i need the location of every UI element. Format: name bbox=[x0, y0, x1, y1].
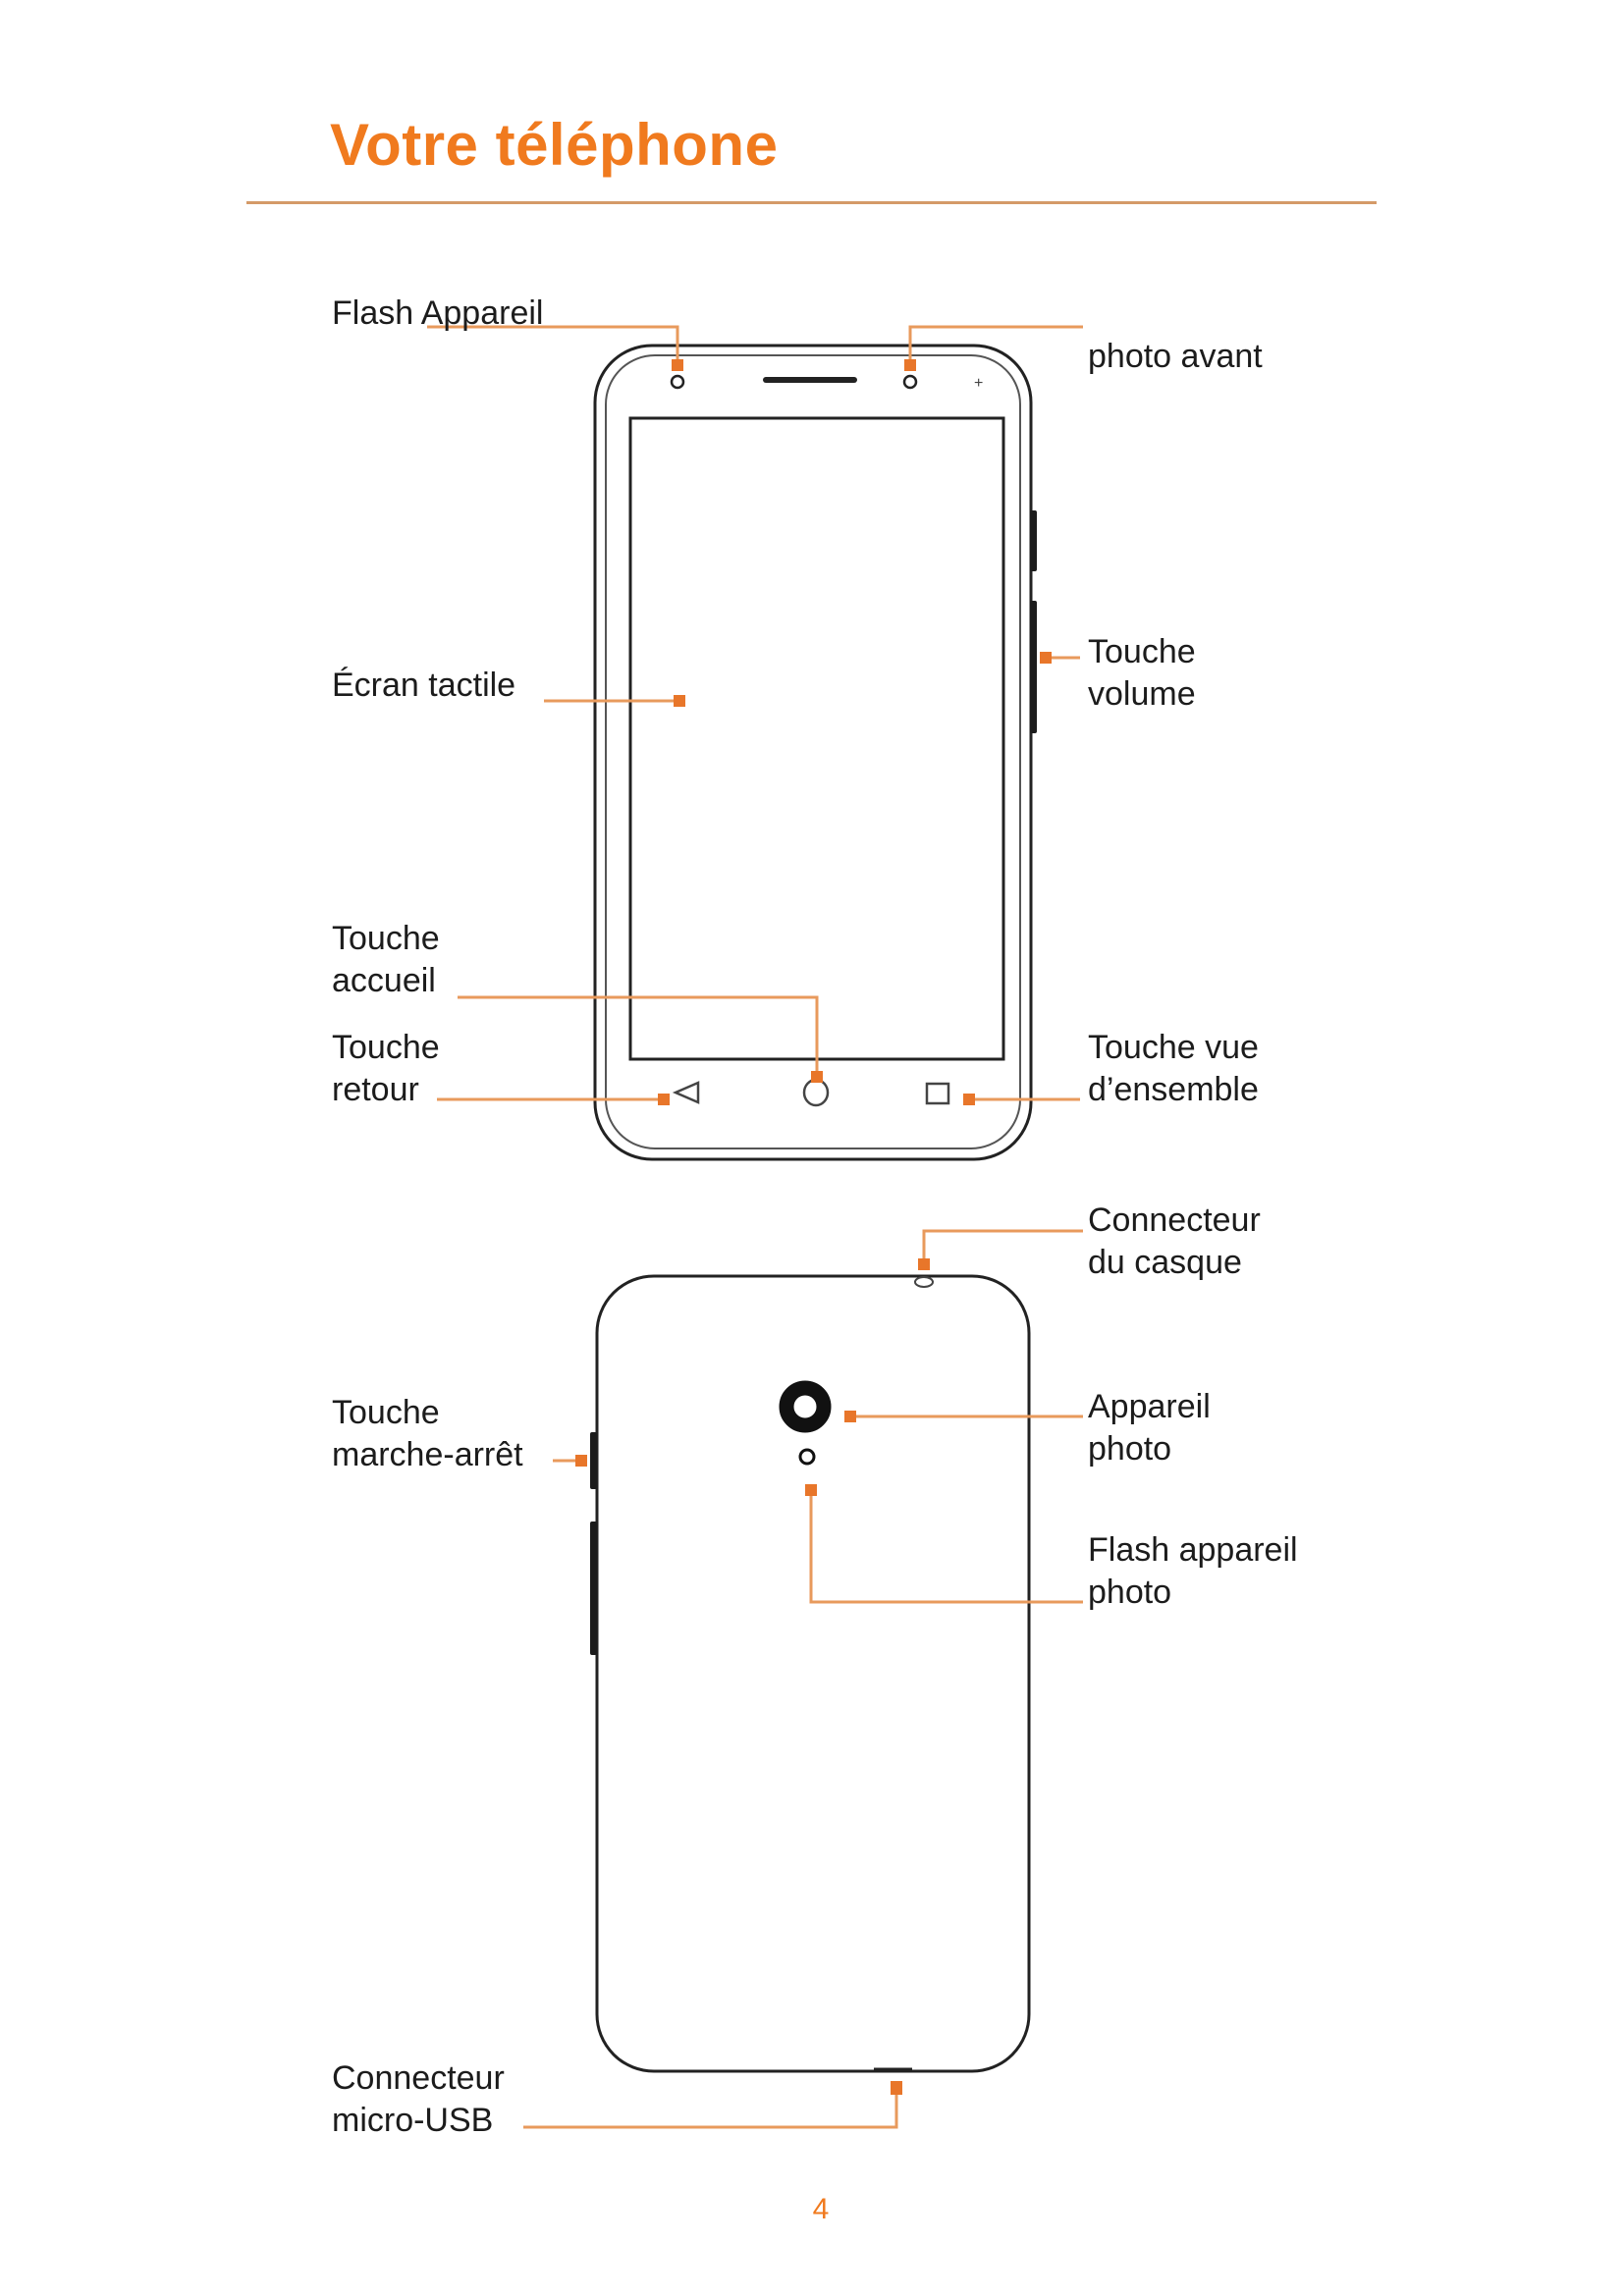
page-title: Votre téléphone bbox=[330, 112, 779, 178]
leader-photo-avant bbox=[908, 325, 1083, 361]
marker-flash-appareil bbox=[672, 359, 683, 371]
label-photo-avant: photo avant bbox=[1088, 338, 1263, 375]
back-phone bbox=[590, 1274, 1031, 2073]
marker-photo-avant bbox=[904, 359, 916, 371]
front-flash-icon bbox=[670, 374, 685, 390]
label-touche-marche-arret: Touche marche-arrêt bbox=[332, 1394, 523, 1473]
rear-camera-lens-icon bbox=[779, 1380, 832, 1433]
headset-jack-icon bbox=[914, 1276, 934, 1288]
marker-touche-vue-ensemble bbox=[963, 1094, 975, 1105]
label-flash-appareil-photo: Flash appareil photo bbox=[1088, 1531, 1298, 1611]
back-key-icon bbox=[672, 1081, 700, 1104]
leader-lines bbox=[427, 325, 1083, 2129]
sensor-dot: + bbox=[974, 375, 983, 392]
label-touche-accueil: Touche accueil bbox=[332, 920, 440, 999]
home-key-icon bbox=[802, 1078, 830, 1107]
volume-button bbox=[1030, 601, 1037, 733]
marker-touche-marche-arret bbox=[575, 1455, 587, 1467]
power-button bbox=[590, 1432, 597, 1489]
leader-markers bbox=[575, 359, 1052, 2095]
marker-connecteur-micro-usb bbox=[891, 2081, 902, 2095]
marker-touche-retour bbox=[658, 1094, 670, 1105]
leader-flash-appareil bbox=[427, 325, 679, 361]
front-phone-screen bbox=[628, 416, 1005, 1061]
marker-touche-volume bbox=[1040, 652, 1052, 664]
marker-connecteur-casque bbox=[918, 1258, 930, 1270]
side-button-top bbox=[1030, 510, 1037, 571]
leader-flash-appareil-photo bbox=[809, 1492, 1083, 1604]
marker-flash-appareil-photo bbox=[805, 1484, 817, 1496]
front-camera-icon bbox=[902, 374, 918, 390]
label-connecteur-micro-usb: Connecteur micro-USB bbox=[332, 2059, 505, 2139]
leader-touche-accueil bbox=[458, 995, 819, 1072]
front-phone: + bbox=[593, 344, 1037, 1161]
label-connecteur-casque: Connecteur du casque bbox=[1088, 1201, 1261, 1281]
label-flash-appareil: Flash Appareil bbox=[332, 294, 544, 332]
label-appareil-photo: Appareil photo bbox=[1088, 1388, 1211, 1468]
marker-touche-accueil bbox=[811, 1071, 823, 1083]
front-phone-inner-bezel bbox=[605, 354, 1021, 1149]
leader-connecteur-micro-usb bbox=[523, 2093, 898, 2129]
page-number: 4 bbox=[812, 2193, 830, 2225]
leader-connecteur-casque bbox=[922, 1229, 1083, 1262]
marker-appareil-photo bbox=[844, 1411, 856, 1422]
marker-ecran-tactile bbox=[674, 695, 685, 707]
rear-flash-icon bbox=[798, 1448, 816, 1466]
label-ecran-tactile: Écran tactile bbox=[332, 667, 516, 704]
back-phone-body bbox=[595, 1274, 1031, 2073]
label-touche-retour: Touche retour bbox=[332, 1029, 440, 1108]
overview-key-icon bbox=[925, 1082, 950, 1105]
back-volume-button bbox=[590, 1522, 597, 1655]
label-touche-vue-ensemble: Touche vue d’ensemble bbox=[1088, 1029, 1259, 1108]
title-divider bbox=[246, 201, 1377, 204]
front-phone-outer-body bbox=[593, 344, 1033, 1161]
label-touche-volume: Touche volume bbox=[1088, 633, 1196, 713]
